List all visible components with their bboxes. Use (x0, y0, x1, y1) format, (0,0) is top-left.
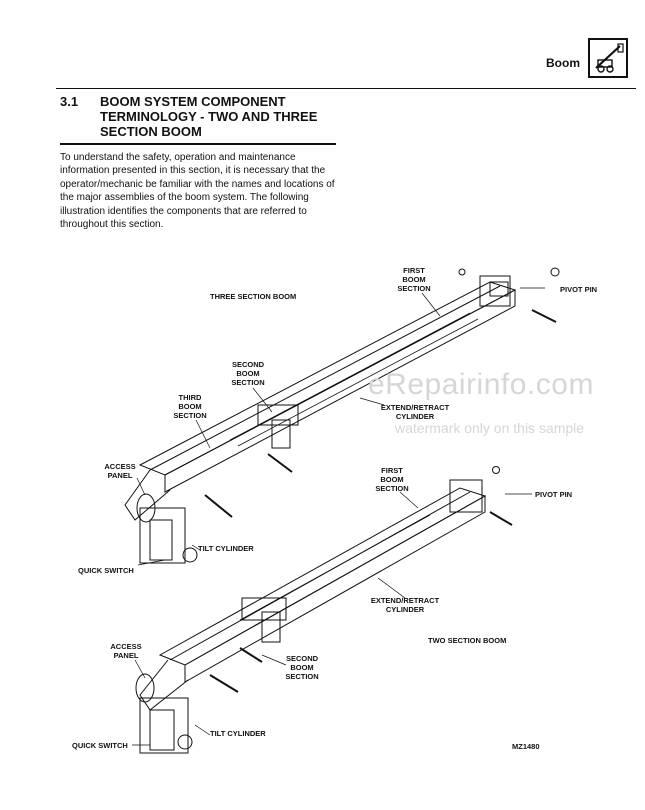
three-third-boom-line1: THIRD (179, 393, 202, 402)
section-header-label: Boom (546, 56, 580, 70)
three-third-boom-line2: BOOM (178, 402, 201, 411)
three-quick-switch-label: QUICK SWITCH (78, 566, 134, 575)
two-second-boom-line2: BOOM (290, 663, 313, 672)
watermark-site: eRepairinfo.com (368, 368, 594, 401)
two-section-boom-drawing (135, 466, 513, 754)
three-third-boom-line3: SECTION (173, 411, 206, 420)
two-extend-retract-line2: CYLINDER (386, 605, 425, 614)
two-access-panel-line2: PANEL (114, 651, 139, 660)
three-section-boom-drawing (124, 267, 560, 564)
two-quick-switch-label: QUICK SWITCH (72, 741, 128, 750)
three-first-boom-line2: BOOM (402, 275, 425, 284)
three-second-boom-line1: SECOND (232, 360, 265, 369)
three-pivot-pin-label: PIVOT PIN (560, 285, 597, 294)
two-access-panel-line1: ACCESS (110, 642, 141, 651)
header-rule (56, 88, 636, 89)
two-first-boom-line2: BOOM (380, 475, 403, 484)
section-number: 3.1 (60, 94, 79, 109)
two-section-boom-caption: TWO SECTION BOOM (428, 636, 506, 645)
two-first-boom-line3: SECTION (375, 484, 408, 493)
telehandler-boom-icon (588, 38, 628, 78)
boom-terminology-diagram: THREE SECTION BOOM FIRST BOOM SECTION PI… (72, 266, 597, 754)
two-first-boom-line1: FIRST (381, 466, 403, 475)
section-title: BOOM SYSTEM COMPONENT TERMINOLOGY - TWO … (100, 94, 318, 139)
three-access-panel-line2: PANEL (108, 471, 133, 480)
title-rule (60, 143, 336, 145)
three-extend-retract-line2: CYLINDER (396, 412, 435, 421)
two-pivot-pin-label: PIVOT PIN (535, 490, 572, 499)
three-section-boom-caption: THREE SECTION BOOM (210, 292, 296, 301)
two-second-boom-line3: SECTION (285, 672, 318, 681)
three-first-boom-line3: SECTION (397, 284, 430, 293)
three-extend-retract-line1: EXTEND/RETRACT (381, 403, 450, 412)
three-second-boom-line2: BOOM (236, 369, 259, 378)
three-first-boom-line1: FIRST (403, 266, 425, 275)
intro-paragraph: To understand the safety, operation and … (60, 152, 335, 231)
three-access-panel-line1: ACCESS (104, 462, 135, 471)
watermark-note: watermark only on this sample (395, 420, 585, 436)
figure-id: MZ1480 (512, 742, 540, 751)
three-tilt-cylinder-label: TILT CYLINDER (198, 544, 254, 553)
three-second-boom-line3: SECTION (231, 378, 264, 387)
leader-lines (132, 287, 545, 746)
two-extend-retract-line1: EXTEND/RETRACT (371, 596, 440, 605)
two-second-boom-line1: SECOND (286, 654, 319, 663)
two-tilt-cylinder-label: TILT CYLINDER (210, 729, 266, 738)
